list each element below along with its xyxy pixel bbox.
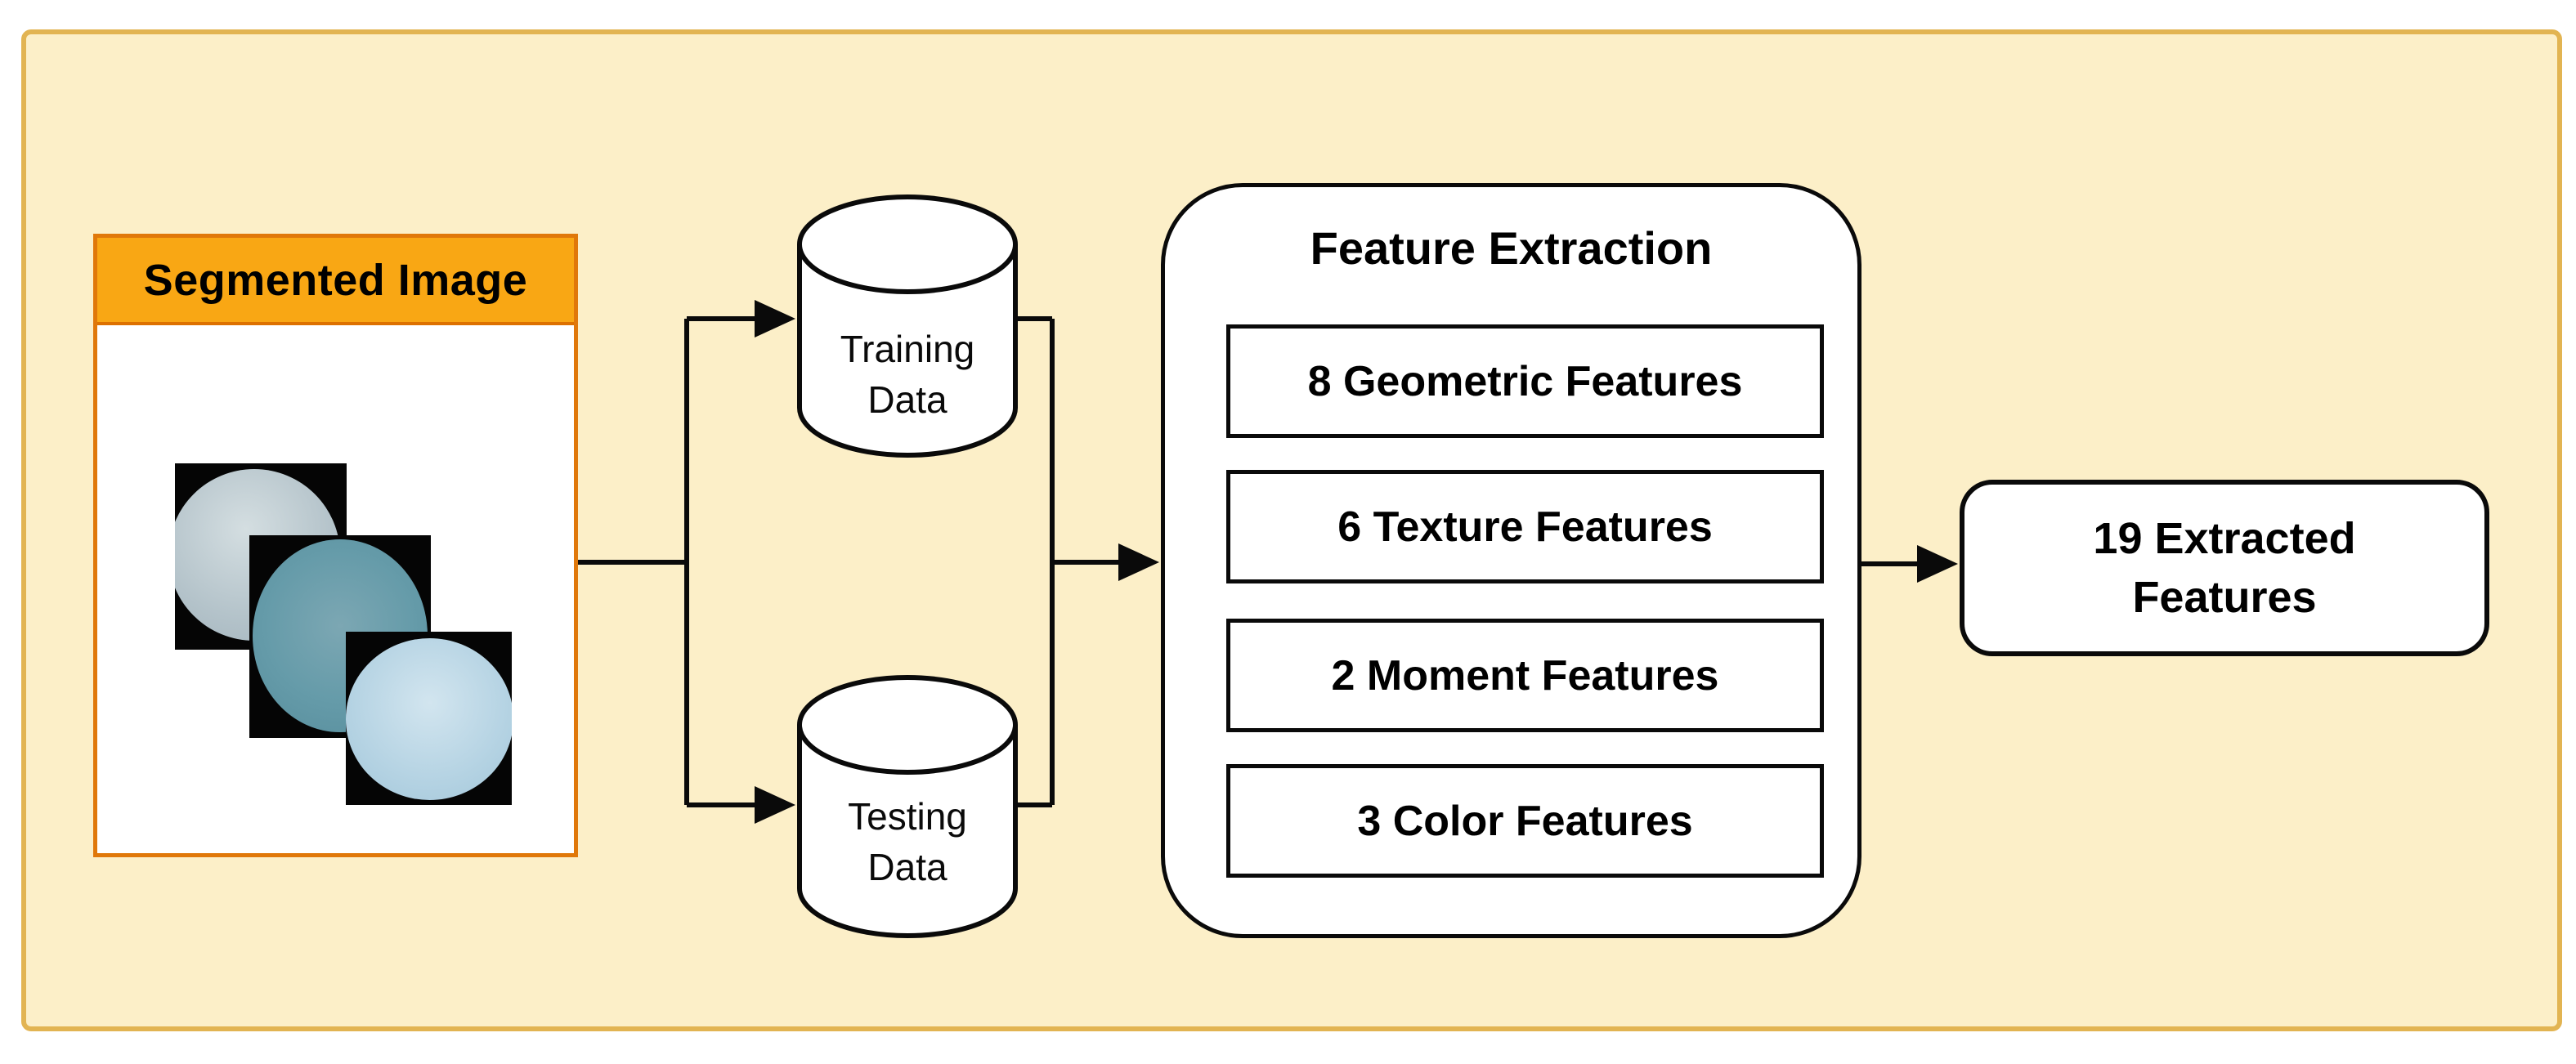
segmented-image-box: Segmented Image <box>93 234 578 857</box>
testing-database-label: Testing Data <box>797 791 1018 892</box>
segmented-image-title: Segmented Image <box>143 255 528 305</box>
segmented-image-header: Segmented Image <box>97 238 574 325</box>
feature-item-geometric: 8 Geometric Features <box>1226 324 1824 438</box>
feature-extraction-title: Feature Extraction <box>1310 222 1713 274</box>
training-label-line1: Training <box>840 328 975 370</box>
feature-item-texture: 6 Texture Features <box>1226 470 1824 583</box>
feature-item-moment: 2 Moment Features <box>1226 619 1824 732</box>
segmented-sample-image-3 <box>346 632 512 805</box>
feature-item-color: 3 Color Features <box>1226 764 1824 878</box>
training-database-label: Training Data <box>797 324 1018 425</box>
testing-label-line2: Data <box>867 846 948 888</box>
feature-extraction-box: Feature Extraction 8 Geometric Features … <box>1161 183 1861 938</box>
extracted-features-line2: Features <box>2132 573 2317 622</box>
segmented-image-body <box>97 329 574 853</box>
extracted-features-line1: 19 Extracted <box>2093 514 2356 563</box>
testing-label-line1: Testing <box>848 795 967 838</box>
training-label-line2: Data <box>867 378 948 421</box>
segmented-blob-lightblue <box>346 638 512 800</box>
extracted-features-box: 19 Extracted Features <box>1960 480 2489 656</box>
